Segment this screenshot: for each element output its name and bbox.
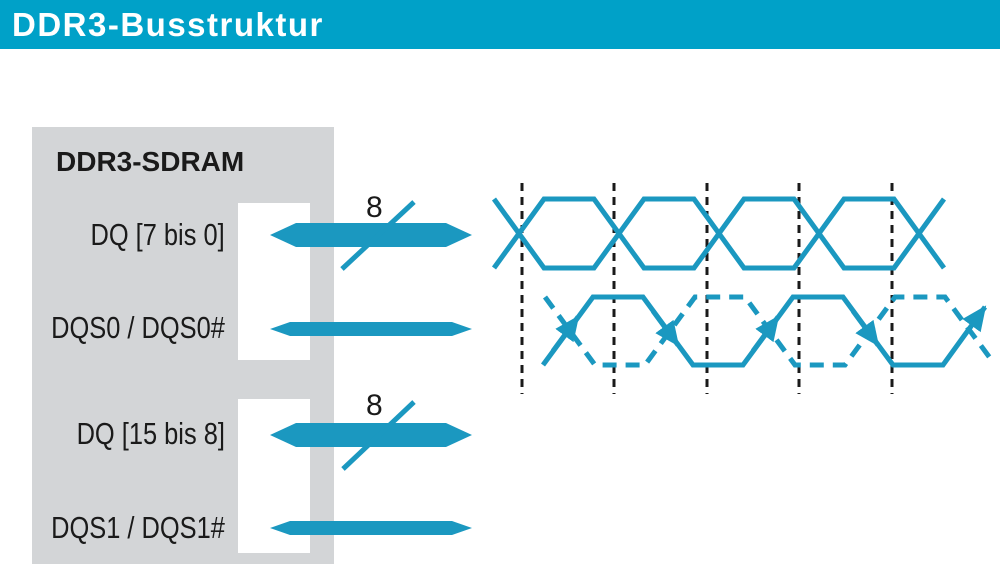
dqs-falling-edge-arrow-2 <box>850 309 881 347</box>
header-bar: DDR3-Busstruktur <box>0 0 1000 49</box>
dqs-rising-edge-arrow-2 <box>750 315 781 353</box>
bus-width-label-lower: 8 <box>366 389 383 422</box>
dq0-bus-arrow-icon <box>270 223 472 247</box>
dqs-falling-edge-arrow-1 <box>650 309 681 347</box>
dqs1-bus-arrow-icon <box>270 521 472 535</box>
signal-label-dq-15-8: DQ [15 bis 8] <box>76 416 225 451</box>
dqs-strobe-waveform <box>540 294 988 368</box>
signal-label-dq-7-0: DQ [7 bis 0] <box>90 217 225 252</box>
dq-eye-diagram-trace-b <box>491 196 947 271</box>
bus-width-slash-upper <box>340 200 416 271</box>
dqs-complement-waveform <box>542 294 996 368</box>
signal-label-dqs0: DQS0 / DQS0# <box>51 310 225 345</box>
chip-title: DDR3-SDRAM <box>56 146 245 177</box>
dqs-rising-edge-arrow-1 <box>550 315 581 353</box>
signal-label-dqs1: DQS1 / DQS1# <box>51 510 225 545</box>
bus-width-slash-lower <box>341 400 416 471</box>
bus-width-label-upper: 8 <box>366 191 383 224</box>
page-title: DDR3-Busstruktur <box>12 6 324 43</box>
dqs0-bus-arrow-icon <box>270 322 472 336</box>
dq1-bus-arrow-icon <box>270 423 472 447</box>
